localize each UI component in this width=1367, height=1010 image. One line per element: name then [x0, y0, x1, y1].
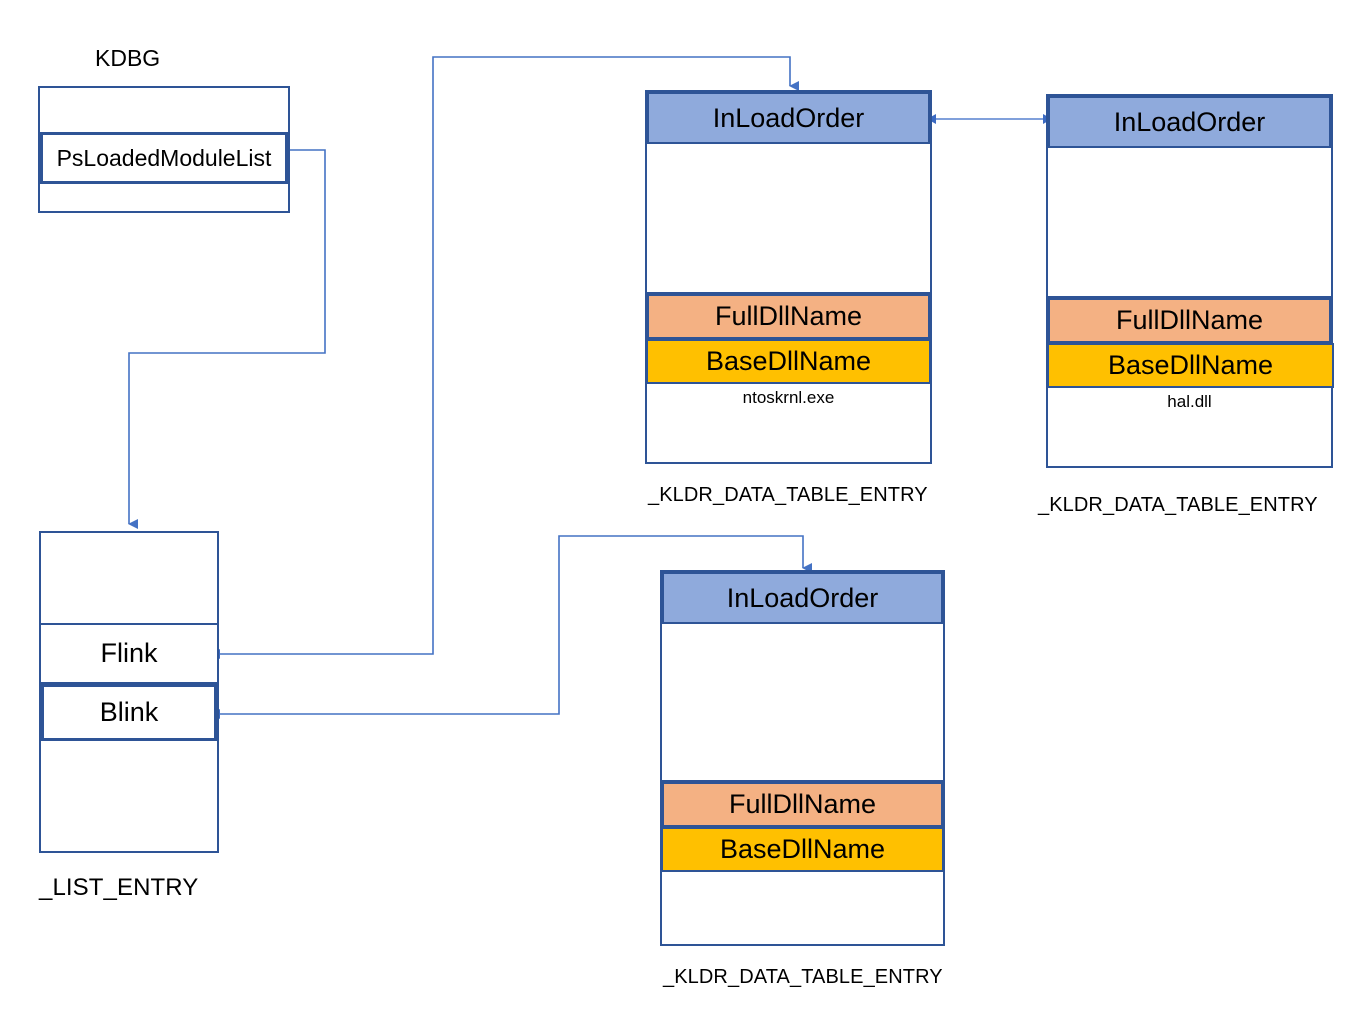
list-entry-struct: Flink Blink — [39, 531, 219, 853]
entry-ntoskrnl-blank-body — [647, 144, 930, 294]
entry-ntoskrnl-modulename: ntoskrnl.exe — [742, 388, 835, 407]
kdbg-psloadedmodulelist-label: PsLoadedModuleList — [56, 144, 272, 171]
entry-third-blank-body — [662, 624, 943, 782]
entry-hal-basedllname[interactable]: BaseDllName — [1047, 343, 1334, 388]
kldr-entry-ntoskrnl: InLoadOrder FullDllName BaseDllName ntos… — [645, 90, 932, 464]
kdbg-row-2 — [40, 184, 288, 211]
entry-ntoskrnl-inloadorder[interactable]: InLoadOrder — [647, 92, 930, 144]
entry-ntoskrnl-fulldllname[interactable]: FullDllName — [647, 294, 930, 339]
flink-label: Flink — [100, 638, 158, 668]
entry-hal-fulldllname-label: FullDllName — [1115, 305, 1264, 335]
kdbg-row-psloadedmodulelist[interactable]: PsLoadedModuleList — [40, 132, 288, 184]
entry-third-fulldllname-label: FullDllName — [728, 789, 877, 819]
entry-ntoskrnl-basedllname-label: BaseDllName — [705, 346, 872, 376]
entry-ntoskrnl-modulename-row: ntoskrnl.exe — [647, 384, 930, 462]
kldr-entry-third: InLoadOrder FullDllName BaseDllName — [660, 570, 945, 946]
entry-third-modulename-row — [662, 872, 943, 944]
list-entry-row-blink[interactable]: Blink — [41, 684, 217, 741]
entry-hal-fulldllname[interactable]: FullDllName — [1048, 298, 1331, 343]
entry-third-inloadorder[interactable]: InLoadOrder — [662, 572, 943, 624]
entry-hal-inloadorder-label: InLoadOrder — [1113, 106, 1266, 137]
entry-third-basedllname-label: BaseDllName — [719, 834, 886, 864]
entry-third-inloadorder-label: InLoadOrder — [726, 582, 879, 613]
kldr-entry-third-caption: _KLDR_DATA_TABLE_ENTRY — [663, 966, 943, 988]
kdbg-row-0 — [40, 88, 288, 132]
kldr-entry-hal-caption: _KLDR_DATA_TABLE_ENTRY — [1038, 494, 1318, 516]
kdbg-title: KDBG — [95, 45, 161, 71]
list-entry-row-flink[interactable]: Flink — [41, 625, 217, 684]
entry-hal-modulename-row: hal.dll — [1048, 388, 1331, 466]
entry-hal-basedllname-label: BaseDllName — [1107, 350, 1274, 380]
entry-ntoskrnl-fulldllname-label: FullDllName — [714, 301, 863, 331]
entry-hal-inloadorder[interactable]: InLoadOrder — [1048, 96, 1331, 148]
blink-label: Blink — [99, 697, 159, 727]
list-entry-caption: _LIST_ENTRY — [39, 874, 199, 901]
kdbg-struct: PsLoadedModuleList — [38, 86, 290, 213]
entry-hal-blank-body — [1048, 148, 1331, 298]
kldr-entry-ntoskrnl-caption: _KLDR_DATA_TABLE_ENTRY — [648, 484, 928, 506]
entry-third-fulldllname[interactable]: FullDllName — [662, 782, 943, 827]
entry-ntoskrnl-inloadorder-label: InLoadOrder — [712, 102, 865, 133]
kldr-entry-hal: InLoadOrder FullDllName BaseDllName hal.… — [1046, 94, 1334, 468]
list-entry-row-0 — [41, 533, 217, 625]
entry-ntoskrnl-basedllname[interactable]: BaseDllName — [646, 339, 931, 384]
list-entry-row-3 — [41, 741, 217, 851]
entry-third-basedllname[interactable]: BaseDllName — [661, 827, 944, 872]
entry-hal-modulename: hal.dll — [1167, 392, 1212, 411]
